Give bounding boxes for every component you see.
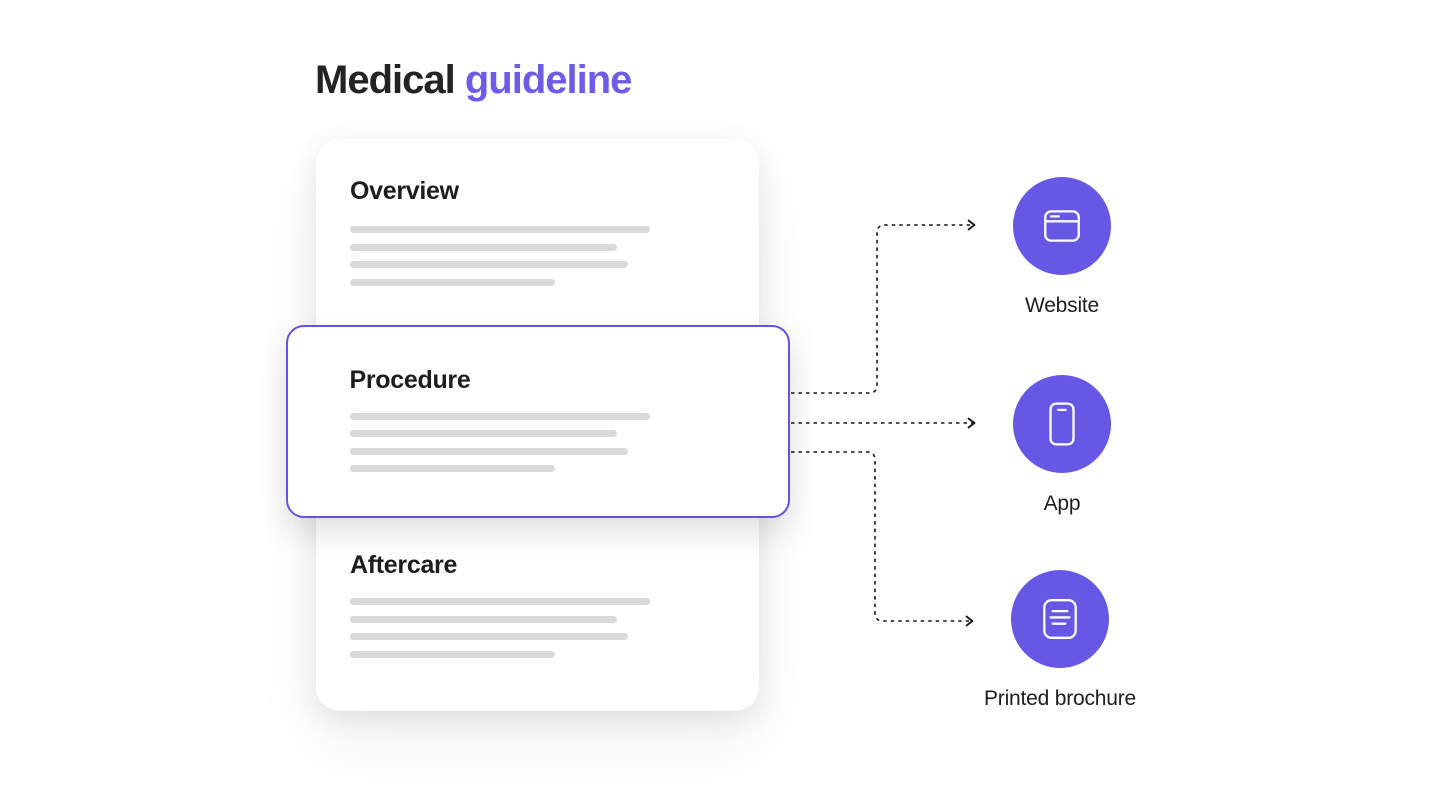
text-placeholder-line (350, 615, 617, 623)
text-placeholder-line (350, 598, 650, 605)
browser-window-icon (1044, 210, 1080, 242)
page-title-accent: guideline (464, 58, 633, 102)
connector-procedure-to-brochure (791, 451, 974, 627)
channel-label-brochure: Printed brochure (983, 687, 1137, 710)
text-placeholder-line (350, 278, 555, 286)
text-placeholder-line (350, 650, 555, 658)
procedure-placeholder-text (349, 412, 650, 472)
text-placeholder-line (349, 465, 555, 472)
text-placeholder-line (349, 412, 650, 420)
aftercare-placeholder-text (350, 598, 650, 658)
brochure-document-icon (1043, 599, 1077, 639)
text-placeholder-line (350, 633, 628, 640)
text-placeholder-line (349, 447, 628, 455)
app-circle (1013, 375, 1111, 473)
procedure-card-highlighted: Procedure (286, 325, 790, 518)
smartphone-icon (1049, 402, 1075, 446)
channel-brochure: Printed brochure (960, 570, 1160, 711)
channel-app: App (962, 375, 1162, 516)
section-title-procedure: Procedure (349, 365, 471, 394)
connector-procedure-to-website (791, 219, 976, 394)
channel-website: Website (962, 177, 1162, 318)
brochure-circle (1011, 570, 1109, 668)
website-circle (1013, 177, 1111, 275)
channel-label-website: Website (1024, 294, 1100, 317)
channel-label-app: App (1043, 492, 1081, 515)
text-placeholder-line (349, 430, 617, 437)
section-title-aftercare: Aftercare (350, 551, 458, 579)
page-title: Medical guideline (315, 58, 633, 103)
text-placeholder-line (350, 226, 650, 233)
page-title-prefix: Medical (315, 58, 456, 102)
text-placeholder-line (350, 243, 617, 251)
overview-placeholder-text (350, 226, 650, 286)
section-title-overview: Overview (350, 177, 459, 205)
text-placeholder-line (350, 261, 628, 268)
